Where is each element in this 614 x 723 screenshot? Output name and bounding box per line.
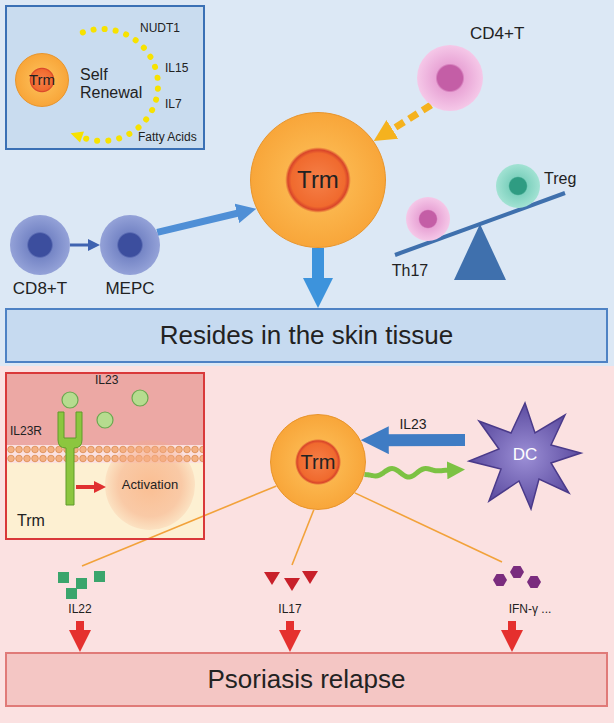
connector-path [385, 105, 431, 134]
edge-label: IL23 [399, 416, 426, 432]
node-text: CD4+T [470, 24, 524, 44]
il23-ball [132, 390, 148, 406]
il22-molecule [66, 588, 77, 599]
node-text: Trm [17, 512, 45, 530]
node-text: Activation [122, 478, 178, 493]
arrow-connector [290, 510, 314, 639]
node-text: Trm [29, 71, 55, 88]
activation-arrow [76, 485, 95, 489]
label-text: IL15 [165, 62, 188, 76]
cell-circle: MEPC [100, 215, 160, 275]
node-text: Th17 [392, 262, 428, 280]
il23-ball [62, 392, 78, 408]
arrow-connector [318, 248, 319, 290]
node-text: MEPC [105, 279, 154, 299]
seesaw-fulcrum [454, 224, 506, 280]
il23-receptor [58, 412, 82, 505]
label-text: NUDT1 [140, 22, 180, 36]
il22-molecule [58, 572, 69, 583]
inset-fill [6, 6, 204, 149]
label-text: IL23 [95, 374, 118, 388]
arrow-connector [364, 469, 454, 477]
connector-line [355, 493, 502, 562]
dendritic-cell: DC [465, 395, 585, 515]
connector-path [364, 469, 454, 477]
cell-circle: Treg [496, 164, 540, 208]
connector-path [157, 212, 245, 233]
il17-molecule [284, 578, 300, 591]
top-ground [0, 0, 614, 366]
connector-path [286, 621, 294, 639]
connector-path [312, 248, 324, 290]
stage-band: Resides in the skin tissue [5, 308, 608, 363]
cell-circle: CD8+T [10, 215, 70, 275]
il22-molecule [94, 571, 105, 582]
label-text: Fatty Acids [138, 131, 197, 145]
cell-circle: Trm [270, 414, 366, 510]
edge-label: IL17 [278, 603, 301, 617]
arrow-connector [355, 493, 512, 639]
node-text: Treg [544, 170, 576, 188]
il23-ball [97, 412, 113, 428]
arrow-connector [378, 440, 465, 441]
renewal-arrowhead [71, 131, 84, 142]
node-text: CD8+T [13, 279, 67, 299]
node-text: Psoriasis relapse [208, 665, 406, 695]
arrow-connector [157, 212, 245, 233]
node-text: Trm [301, 451, 336, 474]
bottom-ground [0, 366, 614, 723]
stage-band: Psoriasis relapse [5, 652, 608, 707]
node-text: Trm [297, 166, 339, 194]
node-text: Resides in the skin tissue [160, 321, 453, 351]
activation-circle: Activation [105, 440, 195, 530]
edge-label: IFN-γ ... [509, 603, 552, 617]
connector-path [378, 434, 465, 446]
il17-molecule [302, 571, 318, 584]
edge-label: IL22 [68, 603, 91, 617]
inset-panel: Trm Activation [5, 372, 205, 540]
cell-circle: Trm [15, 53, 69, 107]
node-text: DC [513, 445, 538, 465]
cell-circle: Trm [250, 112, 386, 248]
label-text: IL23R [10, 425, 42, 439]
connector-path [508, 621, 516, 639]
node-text: Self Renewal [80, 66, 152, 103]
cell-circle: CD4+T [417, 45, 483, 111]
ifn-molecule [493, 574, 507, 586]
il22-molecule [76, 578, 87, 589]
extracellular-fill [6, 373, 204, 445]
dc-star [469, 403, 581, 509]
ifn-molecule [527, 576, 541, 588]
connector-path [76, 621, 84, 639]
connector-line [292, 510, 314, 565]
arrow-connector [385, 105, 431, 134]
connector-path [70, 244, 93, 247]
il17-molecule [264, 572, 280, 585]
cell-circle: Th17 [406, 197, 450, 241]
arrow-connector [70, 245, 93, 246]
ifn-molecule [510, 566, 524, 578]
label-text: IL7 [165, 98, 182, 112]
